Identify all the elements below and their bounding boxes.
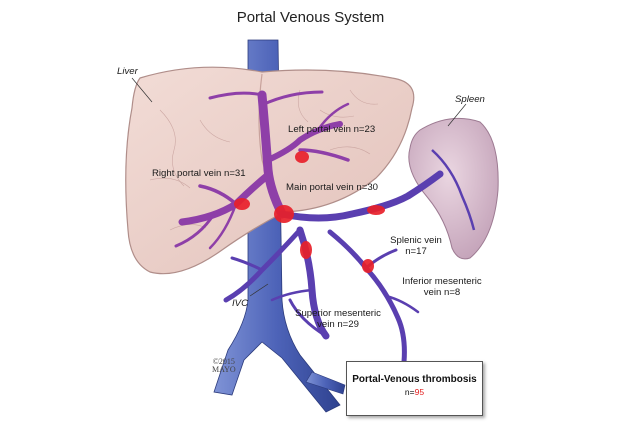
thrombus-markers — [234, 151, 385, 273]
main-portal-vein-label: Main portal vein n=30 — [286, 182, 378, 193]
thrombus-superior-mesenteric — [300, 241, 312, 259]
summary-count: n=95 — [404, 387, 425, 397]
left-portal-vein-label: Left portal vein n=23 — [288, 124, 376, 135]
summary-heading: Portal-Venous thrombosis — [352, 374, 477, 385]
ivc-label: IVC — [232, 298, 248, 309]
summary-box: Portal-Venous thrombosis n=95 — [346, 361, 483, 416]
superior-mesenteric-label: Superior mesenteric vein n=29 — [295, 308, 381, 331]
leader-lines — [131, 77, 467, 297]
liver-label: Liver — [117, 66, 138, 77]
copyright-mark: ©2015 MAYO — [212, 357, 236, 375]
right-portal-vein-label: Right portal vein n=31 — [152, 168, 246, 179]
thrombus-left-portal — [295, 151, 309, 163]
summary-count-value: 95 — [414, 387, 425, 397]
inferior-mesenteric-label: Inferior mesenteric vein n=8 — [402, 276, 482, 299]
thrombus-inferior-mesenteric — [362, 259, 374, 273]
thrombus-splenic — [367, 205, 385, 215]
spleen-label: Spleen — [455, 94, 485, 105]
diagram-title: Portal Venous System — [236, 9, 385, 26]
thrombus-right-portal — [234, 198, 250, 210]
ivc-vessel — [213, 39, 346, 413]
spleen-organ — [408, 117, 499, 260]
splenic-vein-label: Splenic vein n=17 — [390, 235, 442, 258]
thrombus-main-portal — [274, 205, 294, 223]
